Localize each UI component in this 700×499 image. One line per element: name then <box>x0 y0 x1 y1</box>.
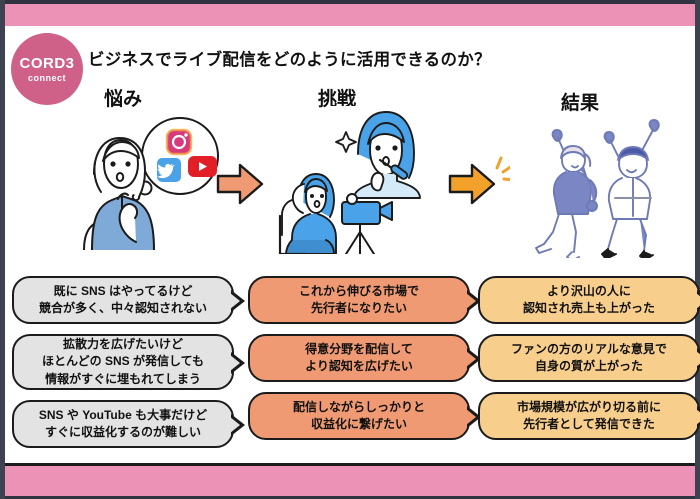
bubble-line: 市場規模が広がり切る前に <box>516 399 661 414</box>
bubble-line: 認知され売上も上がった <box>522 301 655 315</box>
top-pink-band <box>5 4 695 26</box>
bubble-tail-fill <box>230 417 240 433</box>
bubble-line: 配信しながらしっかりと <box>292 399 425 414</box>
bubble-line: 自身の質が上がった <box>534 359 643 373</box>
youtube-icon <box>188 156 217 177</box>
twitter-icon <box>156 158 181 182</box>
bubble-column-worries: 既に SNS はやってるけど 競合が多く、中々認知されない 拡散力を広げたいけど… <box>12 276 245 458</box>
bubble-line: 拡散力を広げたいけど <box>62 336 183 351</box>
bubble-tail-fill <box>696 351 700 367</box>
illustration-livestream-setup <box>268 104 428 256</box>
bubble-tail-fill <box>230 293 240 309</box>
bubble-tail-fill <box>466 409 476 425</box>
frame-bottom-edge <box>5 496 695 499</box>
bubble-grid: 既に SNS はやってるけど 競合が多く、中々認知されない 拡散力を広げたいけど… <box>0 276 700 472</box>
bottom-divider-line <box>5 463 695 466</box>
bubble-results-1: より沢山の人に 認知され売上も上がった <box>478 276 700 324</box>
arrow-challenge-to-results <box>444 152 516 216</box>
bubble-challenge-2: 得意分野を配信して より認知を広げたい <box>248 334 481 382</box>
bottom-pink-band <box>5 466 695 496</box>
bubble-line: すぐに収益化するのが難しい <box>44 425 201 439</box>
bubble-tail-fill <box>466 351 476 367</box>
bubble-line: 競合が多く、中々認知されない <box>38 301 207 315</box>
bubble-line: 先行者になりたい <box>310 301 407 315</box>
bubble-line: ほとんどの SNS が発信しても <box>41 354 205 369</box>
bubble-line: 収益化に繋げたい <box>310 417 407 431</box>
bubble-worries-1: 既に SNS はやってるけど 競合が多く、中々認知されない <box>12 276 245 324</box>
bubble-worries-2: 拡散力を広げたいけど ほとんどの SNS が発信しても 情報がすぐに埋もれてしま… <box>12 334 245 390</box>
bubble-tail-fill <box>696 293 700 309</box>
bubble-line: 先行者として発信できた <box>523 417 655 431</box>
frame-left-edge <box>0 0 5 499</box>
instagram-icon <box>165 128 193 156</box>
page-title: ビジネスでライブ配信をどのように活用できるのか？ <box>88 51 491 69</box>
bubble-worries-3: SNS や YouTube も大事だけど すぐに収益化するのが難しい <box>12 400 245 448</box>
bubble-line: これから伸びる市場で <box>298 283 419 298</box>
bubble-line: より沢山の人に <box>547 283 631 298</box>
illustration-woman-thinking <box>78 104 228 251</box>
bubble-results-2: ファンの方のリアルな意見で 自身の質が上がった <box>478 334 700 382</box>
illustration-people-celebrating <box>512 110 688 262</box>
bubble-line: ファンの方のリアルな意見で <box>511 341 667 356</box>
arrow-worries-to-challenge <box>212 156 268 212</box>
bubble-column-challenge: これから伸びる市場で 先行者になりたい 得意分野を配信して より認知を広げたい … <box>248 276 481 450</box>
bubble-line: 情報がすぐに埋もれてしまう <box>45 371 201 386</box>
bubble-column-results: より沢山の人に 認知され売上も上がった ファンの方のリアルな意見で 自身の質が上… <box>478 276 700 450</box>
bubble-line: より認知を広げたい <box>305 359 413 373</box>
bubble-tail-fill <box>466 293 476 309</box>
logo-tagline: connect <box>27 72 66 83</box>
bubble-tail-fill <box>696 409 700 425</box>
bubble-challenge-3: 配信しながらしっかりと 収益化に繋げたい <box>248 392 481 440</box>
brand-logo: CORD3 connect <box>11 33 83 105</box>
bubble-line: 既に SNS はやってるけど <box>53 283 193 298</box>
frame-right-edge <box>695 0 700 499</box>
logo-wordmark: CORD3 <box>19 54 75 72</box>
bubble-results-3: 市場規模が広がり切る前に 先行者として発信できた <box>478 392 700 440</box>
frame-top-edge <box>5 0 695 4</box>
bubble-line: SNS や YouTube も大事だけど <box>38 407 208 422</box>
bubble-challenge-1: これから伸びる市場で 先行者になりたい <box>248 276 481 324</box>
column-heading-worries: 悩み <box>104 89 143 110</box>
column-heading-results: 結果 <box>561 93 600 114</box>
bubble-tail-fill <box>230 355 240 371</box>
column-heading-challenge: 挑戦 <box>318 89 357 110</box>
bubble-line: 得意分野を配信して <box>305 341 413 356</box>
